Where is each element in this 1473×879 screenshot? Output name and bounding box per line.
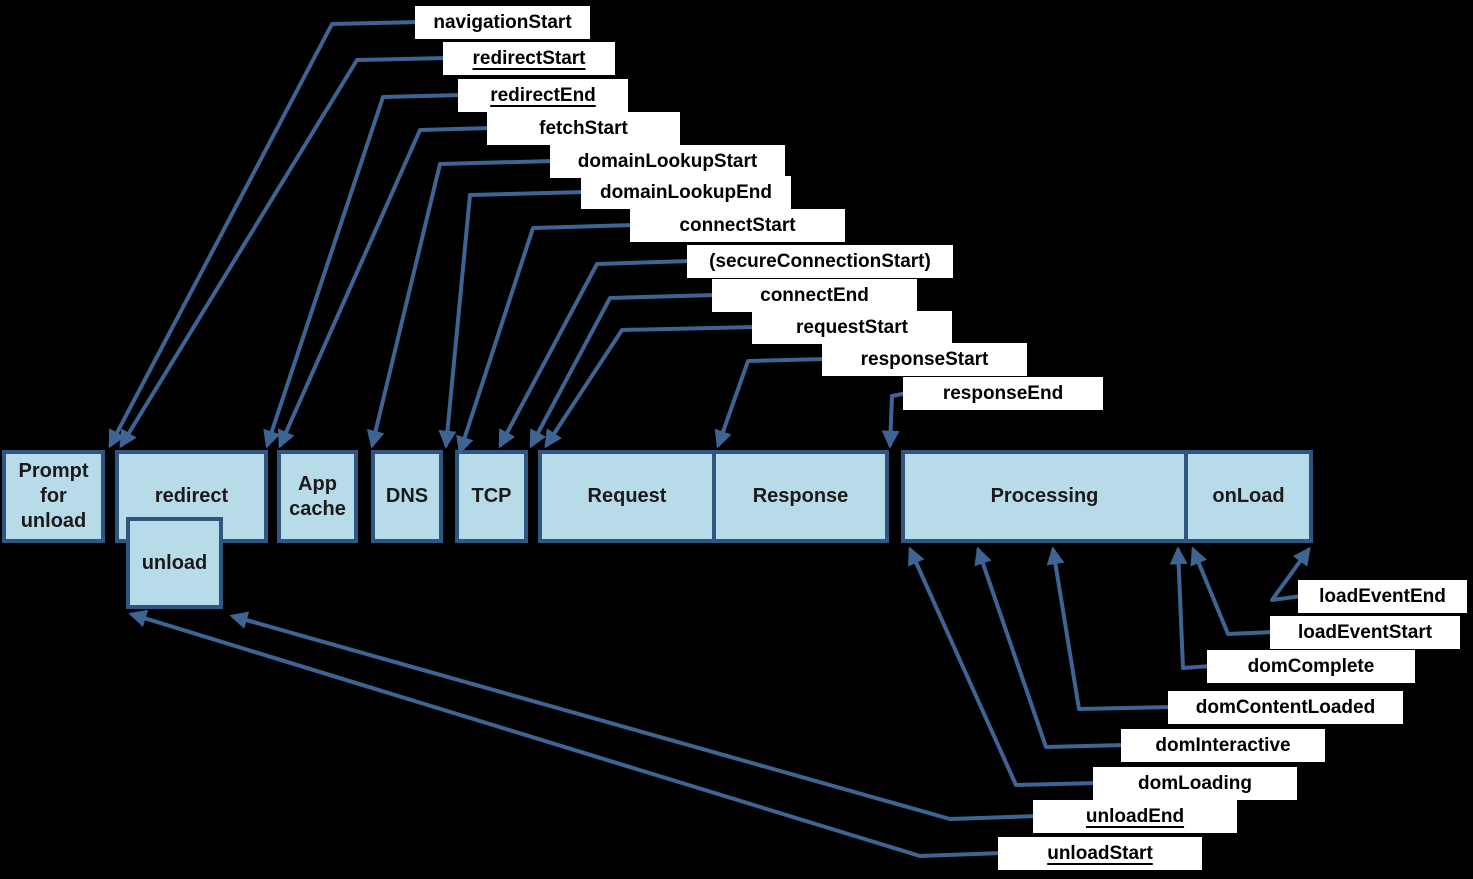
connector-responseStart (714, 357, 827, 449)
connector-fetchStart (277, 126, 492, 449)
event-label-domainLookupStart: domainLookupStart (550, 145, 785, 178)
event-label-domLoading: domLoading (1093, 767, 1297, 800)
event-label-domainLookupEnd: domainLookupEnd (581, 176, 791, 209)
connector-requestStart (544, 325, 757, 449)
event-label-redirectEnd: redirectEnd (458, 79, 628, 112)
connector-redirectStart (119, 56, 448, 449)
phase-box-processing: Processing (901, 450, 1188, 543)
connector-connectStart (456, 223, 635, 455)
connector-secureConnectionStart (498, 259, 692, 449)
event-label-loadEventEnd: loadEventEnd (1298, 580, 1467, 613)
event-label-secureConnectionStart: (secureConnectionStart) (687, 245, 953, 278)
connector-connectEnd (529, 293, 717, 449)
connector-unloadStart (128, 609, 1003, 858)
event-label-fetchStart: fetchStart (487, 112, 680, 145)
connector-domLoading (908, 546, 1098, 787)
phase-box-onload: onLoad (1184, 450, 1313, 543)
phase-box-unload: unload (126, 517, 223, 609)
event-label-domComplete: domComplete (1207, 650, 1415, 683)
connector-domainLookupEnd (438, 190, 586, 449)
phase-box-response: Response (712, 450, 889, 543)
phase-box-tcp: TCP (455, 450, 528, 543)
event-label-unloadEnd: unloadEnd (1033, 800, 1237, 833)
event-label-domInteractive: domInteractive (1121, 729, 1325, 762)
event-label-navigationStart: navigationStart (415, 6, 590, 39)
event-label-connectStart: connectStart (630, 209, 845, 242)
event-label-responseStart: responseStart (822, 343, 1027, 376)
event-label-loadEventStart: loadEventStart (1270, 616, 1460, 649)
event-label-redirectStart: redirectStart (443, 42, 615, 75)
connector-unloadEnd (229, 611, 1038, 821)
connector-domainLookupStart (366, 159, 555, 449)
connector-domInteractive (974, 546, 1126, 749)
phase-box-prompt-for-unload: Prompt for unload (2, 450, 105, 543)
event-label-responseEnd: responseEnd (903, 377, 1103, 410)
phase-box-dns: DNS (371, 450, 443, 543)
connector-redirectEnd (263, 93, 463, 449)
connector-navigationStart (108, 20, 420, 449)
phase-box-app-cache: App cache (277, 450, 358, 543)
event-label-requestStart: requestStart (752, 311, 952, 344)
event-label-unloadStart: unloadStart (998, 837, 1202, 870)
connector-loadEventStart (1190, 546, 1275, 636)
connector-domContentLoaded (1046, 546, 1173, 711)
event-label-domContentLoaded: domContentLoaded (1168, 691, 1403, 724)
phase-box-request: Request (538, 450, 716, 543)
event-label-connectEnd: connectEnd (712, 279, 917, 312)
